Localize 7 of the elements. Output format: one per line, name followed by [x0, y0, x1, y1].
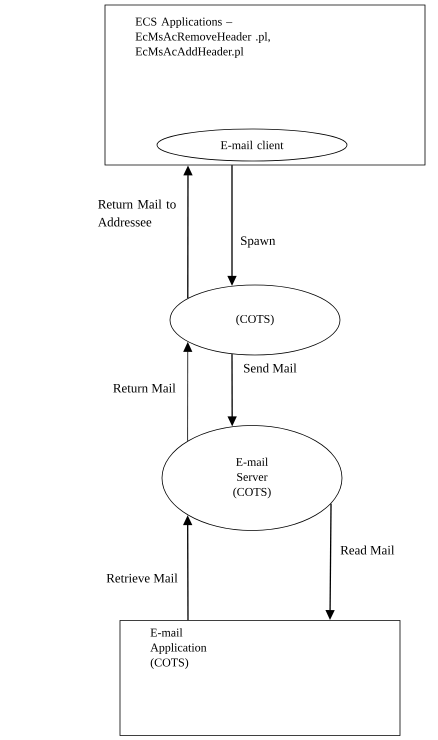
edge-label: Retrieve Mail [106, 573, 178, 583]
application-box: E-mail Application (COTS) [120, 620, 400, 736]
edge-label: Return Mail [113, 383, 176, 393]
edge-label: Return Mail to Addressee [98, 199, 176, 227]
edge-label: Spawn [241, 236, 276, 248]
edge-label: Read Mail [340, 545, 394, 555]
edge-label: Send Mail [244, 363, 297, 373]
